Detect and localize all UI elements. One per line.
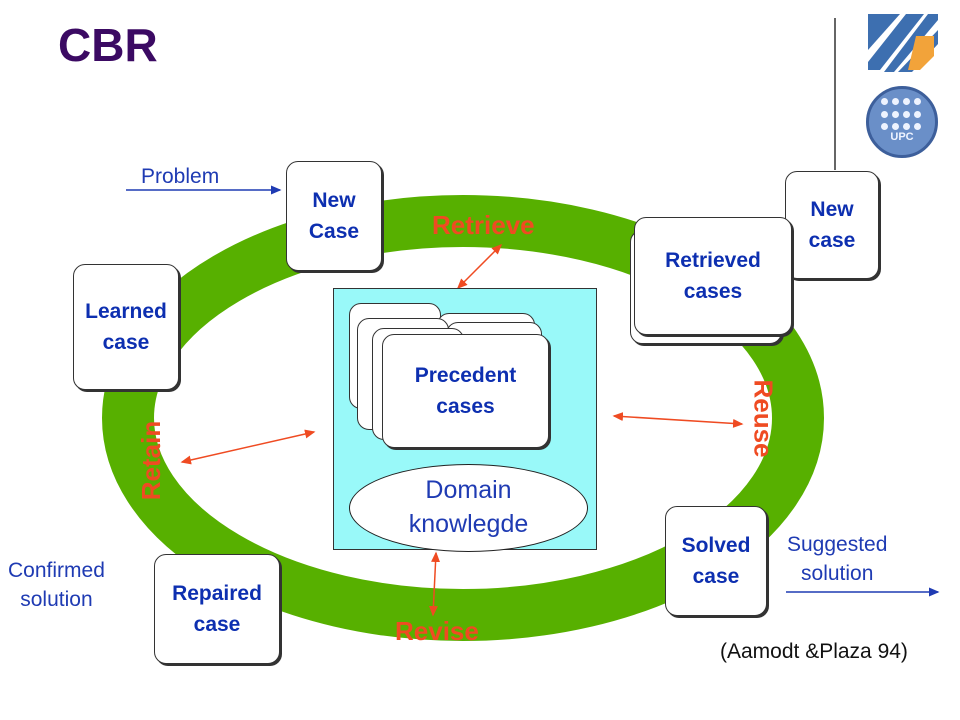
retrieved-cases-line-1: Retrieved	[665, 248, 761, 272]
new-case-right-line-2: case	[808, 229, 856, 252]
domain-knowledge-line-2: knowlegde	[408, 510, 529, 538]
retain-arrow	[180, 429, 316, 465]
revise-arrow	[428, 551, 441, 617]
new-case-line-1: New	[312, 188, 356, 212]
new-case-right-box: New case	[785, 171, 879, 279]
stage-retrieve: Retrieve	[432, 210, 535, 240]
solved-case-box: Solved case	[665, 506, 767, 616]
reference-citation: (Aamodt &Plaza 94)	[720, 640, 908, 663]
stage-revise: Revise	[395, 616, 479, 646]
page-title: CBR	[58, 19, 158, 71]
precedent-cases-line-2: cases	[436, 395, 495, 418]
solved-case-line-2: case	[692, 565, 740, 588]
retrieved-cases-box: Retrieved cases	[634, 217, 792, 335]
domain-knowledge-ellipse: Domain knowlegde	[349, 464, 588, 552]
new-case-right-line-1: New	[810, 197, 854, 221]
repaired-case-line-1: Repaired	[172, 581, 262, 605]
upc-logo-text: UPC	[890, 131, 914, 143]
stage-retain: Retain	[136, 420, 167, 501]
upc-logo-icon: UPC	[866, 86, 938, 158]
cycle-ring	[102, 195, 824, 641]
reuse-arrow	[612, 412, 744, 428]
problem-label: Problem	[141, 165, 220, 188]
learned-case-box: Learned case	[73, 264, 179, 390]
stage-reuse: Reuse	[748, 379, 779, 458]
confirmed-solution-line-1: Confirmed	[8, 559, 105, 582]
retrieve-arrow	[456, 243, 503, 290]
suggested-solution-line-2: solution	[801, 562, 874, 586]
learned-case-line-2: case	[102, 331, 150, 354]
domain-knowledge-line-1: Domain	[425, 476, 512, 505]
confirmed-solution-line-2: solution	[20, 588, 93, 612]
retrieved-cases-line-2: cases	[683, 280, 743, 303]
suggested-solution-line-1: Suggested	[787, 533, 888, 556]
new-case-line-2: Case	[308, 220, 360, 243]
repaired-case-box: Repaired case	[154, 554, 280, 664]
precedent-cases-card: Precedent cases	[382, 334, 549, 448]
confirmed-solution-label: Confirmed solution	[8, 556, 105, 615]
suggested-solution-label: Suggested solution	[787, 530, 887, 589]
solved-case-line-1: Solved	[681, 533, 751, 557]
learned-case-line-1: Learned	[85, 299, 167, 323]
repaired-case-line-2: case	[193, 613, 241, 636]
precedent-cases-line-1: Precedent	[414, 363, 517, 387]
university-logo-icon	[868, 14, 938, 72]
